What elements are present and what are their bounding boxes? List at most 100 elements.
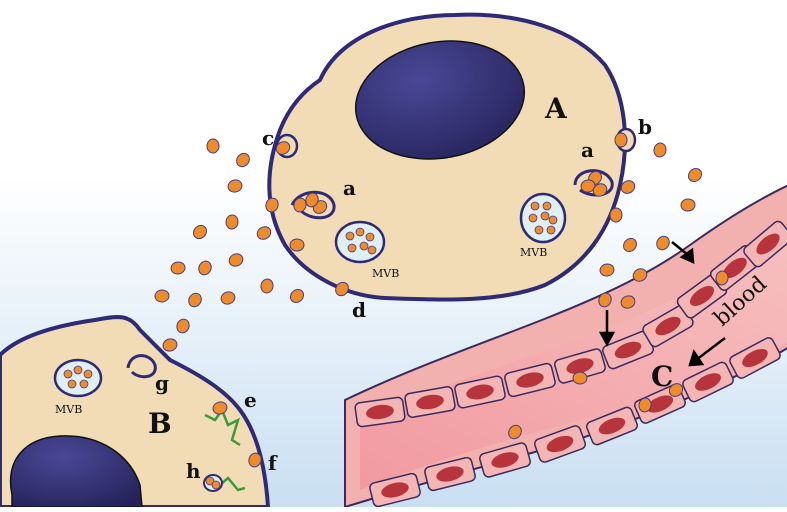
vesicle bbox=[265, 197, 279, 213]
vesicle bbox=[687, 167, 703, 183]
vessel-c-label: C bbox=[651, 360, 673, 393]
blood-vessel bbox=[344, 184, 787, 509]
endothelial-cell bbox=[743, 220, 787, 268]
vesicle bbox=[680, 198, 696, 212]
vesicle bbox=[599, 263, 615, 277]
intraluminal-vesicle bbox=[534, 225, 544, 235]
cell-a-label: A bbox=[544, 92, 568, 125]
intraluminal-vesicle bbox=[540, 211, 550, 221]
mvb-a-left-label: MVB bbox=[372, 267, 399, 280]
endothelial-cell bbox=[729, 337, 781, 379]
vesicle bbox=[653, 142, 667, 158]
vesicle bbox=[293, 197, 307, 213]
cell-b-nucleus bbox=[10, 435, 143, 508]
ecm-fiber bbox=[204, 407, 241, 447]
vesicle bbox=[176, 318, 190, 334]
vesicle bbox=[198, 260, 212, 276]
intraluminal-vesicle bbox=[63, 369, 73, 379]
arrow-down-left-icon bbox=[688, 337, 726, 367]
arrows bbox=[598, 241, 726, 367]
endothelial-cell bbox=[369, 472, 421, 508]
vesicle bbox=[620, 180, 636, 194]
intraluminal-vesicle bbox=[67, 379, 77, 389]
endothelial-cell bbox=[534, 425, 586, 463]
vesicle bbox=[598, 292, 612, 308]
cell-b-budding-g bbox=[126, 354, 157, 379]
endothelial-cell bbox=[479, 442, 531, 478]
endothelial-cell bbox=[404, 386, 456, 418]
vesicle bbox=[572, 371, 588, 385]
vesicle bbox=[227, 179, 243, 193]
endothelial-cell bbox=[354, 396, 406, 428]
arrow-down-icon bbox=[598, 310, 616, 347]
intraluminal-vesicle bbox=[548, 215, 558, 225]
marker-d: d bbox=[352, 298, 366, 322]
vesicle bbox=[620, 295, 636, 309]
vesicle bbox=[212, 401, 228, 415]
marker-a-left: a bbox=[343, 176, 356, 200]
vesicle bbox=[225, 214, 239, 230]
vesicle bbox=[614, 132, 628, 148]
marker-f: f bbox=[268, 451, 278, 475]
vesicle bbox=[236, 152, 250, 168]
vesicle bbox=[170, 261, 186, 275]
vesicle bbox=[228, 253, 244, 267]
marker-h: h bbox=[186, 459, 201, 483]
arrow-down-right-icon bbox=[671, 241, 695, 265]
vesicle bbox=[715, 270, 729, 286]
vesicle bbox=[638, 397, 652, 413]
vesicle bbox=[508, 424, 522, 440]
vesicle bbox=[188, 292, 202, 308]
marker-c: c bbox=[262, 126, 274, 150]
vesicle bbox=[668, 383, 684, 397]
endothelial-cell bbox=[424, 456, 476, 492]
mvb-b-label: MVB bbox=[55, 403, 82, 416]
cell-b-label: B bbox=[148, 407, 172, 440]
intraluminal-vesicle bbox=[83, 369, 93, 379]
vesicle bbox=[193, 224, 207, 240]
vesicle bbox=[289, 289, 305, 303]
marker-e: e bbox=[244, 388, 257, 412]
vesicle bbox=[632, 268, 648, 282]
vesicle bbox=[335, 281, 349, 297]
marker-a-right: a bbox=[581, 138, 594, 162]
intraluminal-vesicle bbox=[359, 241, 369, 251]
vesicle bbox=[305, 192, 319, 208]
mvb-b bbox=[53, 358, 103, 398]
endothelial-cell bbox=[454, 375, 506, 409]
marker-b: b bbox=[638, 115, 652, 139]
vesicle bbox=[289, 238, 305, 252]
endothelial-cell bbox=[586, 406, 638, 446]
endothelial-cell bbox=[504, 362, 556, 398]
intraluminal-vesicle bbox=[345, 231, 355, 241]
marker-g: g bbox=[155, 371, 169, 395]
vesicle bbox=[592, 183, 608, 197]
cell-b bbox=[0, 315, 271, 509]
endothelial-cell bbox=[554, 348, 606, 384]
vesicle bbox=[206, 138, 220, 154]
intraluminal-vesicle bbox=[365, 232, 375, 242]
vesicle bbox=[656, 235, 670, 251]
intraluminal-vesicle bbox=[530, 201, 540, 211]
endothelial-cell bbox=[682, 361, 734, 403]
vesicle bbox=[275, 141, 291, 155]
vesicle bbox=[220, 291, 236, 305]
intraluminal-vesicle bbox=[546, 225, 556, 235]
vesicle bbox=[162, 338, 178, 352]
vesicle bbox=[260, 278, 274, 294]
intraluminal-vesicle bbox=[205, 476, 215, 486]
intraluminal-vesicle bbox=[542, 201, 552, 211]
endothelial-cells bbox=[354, 220, 787, 508]
intraluminal-vesicle bbox=[528, 213, 538, 223]
vesicle bbox=[609, 207, 623, 223]
vesicle bbox=[580, 179, 596, 193]
intraluminal-vesicle bbox=[355, 227, 365, 237]
extracellular-vesicles bbox=[63, 132, 729, 490]
intraluminal-vesicle bbox=[211, 480, 221, 490]
vesicle bbox=[248, 452, 262, 468]
intraluminal-vesicle bbox=[347, 243, 357, 253]
mvb-a-right-label: MVB bbox=[520, 246, 547, 259]
vesicle bbox=[623, 237, 637, 253]
